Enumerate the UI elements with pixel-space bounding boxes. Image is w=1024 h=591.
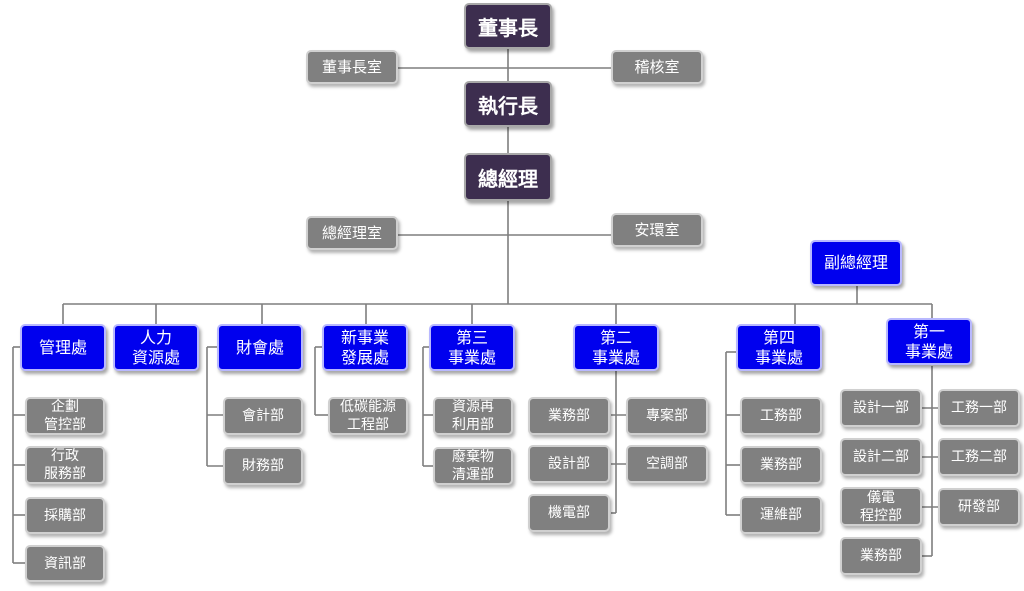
dept-first-design-1: 設計一部	[840, 389, 922, 427]
dept-second-project: 專案部	[626, 397, 708, 435]
division-admin: 管理處	[20, 324, 106, 371]
safety-office-box: 安環室	[611, 213, 703, 247]
division-first: 第一 事業處	[886, 318, 972, 365]
dept-fourth-operations: 運維部	[740, 496, 822, 534]
dept-first-rnd: 研發部	[938, 488, 1020, 526]
division-new-business: 新事業 發展處	[322, 324, 408, 371]
gm-office-box: 總經理室	[306, 216, 398, 250]
division-hr: 人力 資源處	[113, 324, 199, 371]
audit-office-box: 稽核室	[611, 50, 703, 84]
dept-resource-reuse: 資源再 利用部	[433, 397, 513, 435]
dept-low-carbon-energy: 低碳能源 工程部	[328, 397, 408, 435]
division-second: 第二 事業處	[573, 324, 659, 371]
dept-admin-procurement: 採購部	[25, 497, 105, 534]
dept-second-hvac: 空調部	[626, 445, 708, 483]
dept-finance-treasury: 財務部	[223, 447, 303, 485]
division-fourth: 第四 事業處	[736, 324, 822, 371]
dept-admin-service: 行政 服務部	[25, 446, 105, 484]
dept-first-design-2: 設計二部	[840, 438, 922, 476]
chairman-office-box: 董事長室	[306, 50, 398, 84]
dept-second-sales: 業務部	[528, 397, 610, 435]
dept-finance-accounting: 會計部	[223, 397, 303, 435]
dept-admin-planning: 企劃 管控部	[25, 397, 105, 435]
dept-fourth-engineering: 工務部	[740, 397, 822, 435]
dept-first-instrumentation: 儀電 程控部	[840, 487, 922, 526]
dept-fourth-sales: 業務部	[740, 446, 822, 484]
chairman-box: 董事長	[464, 3, 552, 49]
general-manager-box: 總經理	[464, 153, 552, 201]
deputy-gm-box: 副總經理	[810, 240, 902, 286]
dept-admin-it: 資訊部	[25, 545, 105, 582]
dept-second-mep: 機電部	[528, 494, 610, 532]
division-finance: 財會處	[217, 324, 303, 371]
ceo-box: 執行長	[464, 81, 552, 127]
division-third: 第三 事業處	[429, 324, 515, 371]
dept-first-engineering-2: 工務二部	[938, 438, 1020, 476]
dept-waste-clearance: 廢棄物 清運部	[433, 447, 513, 485]
dept-second-design: 設計部	[528, 445, 610, 483]
dept-first-sales: 業務部	[840, 537, 922, 575]
dept-first-engineering-1: 工務一部	[938, 389, 1020, 427]
